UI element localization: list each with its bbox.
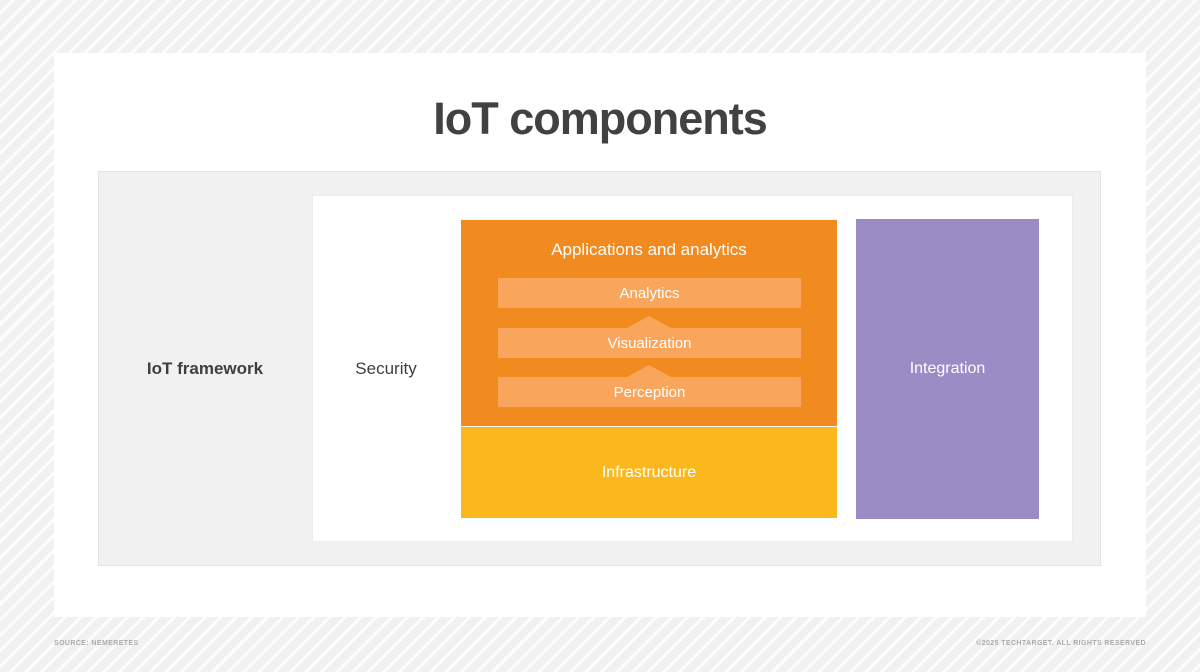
iot-framework-label: IoT framework bbox=[146, 359, 264, 378]
infrastructure-box: Infrastructure bbox=[461, 427, 837, 518]
integration-box: Integration bbox=[856, 219, 1039, 519]
footer-copyright-text: ©2025 TECHTARGET. ALL RIGHTS RESERVED bbox=[976, 640, 1146, 647]
applications-analytics-title: Applications and analytics bbox=[551, 240, 747, 259]
content-card: IoT components IoT framework Security Ap… bbox=[54, 53, 1146, 617]
footer-source-text: SOURCE: NEMERETES bbox=[54, 640, 139, 647]
up-arrow-icon bbox=[627, 316, 671, 328]
page-title: IoT components bbox=[433, 93, 768, 144]
layer-bar-visualization: Visualization bbox=[498, 328, 801, 358]
infrastructure-label: Infrastructure bbox=[601, 463, 697, 481]
up-arrow-icon bbox=[627, 365, 671, 377]
layer-bar-analytics: Analytics bbox=[498, 278, 801, 308]
integration-label: Integration bbox=[909, 360, 986, 377]
security-label: Security bbox=[355, 359, 417, 378]
applications-analytics-box: Applications and analytics Analytics Vis… bbox=[461, 220, 837, 426]
layer-bar-perception: Perception bbox=[498, 377, 801, 407]
